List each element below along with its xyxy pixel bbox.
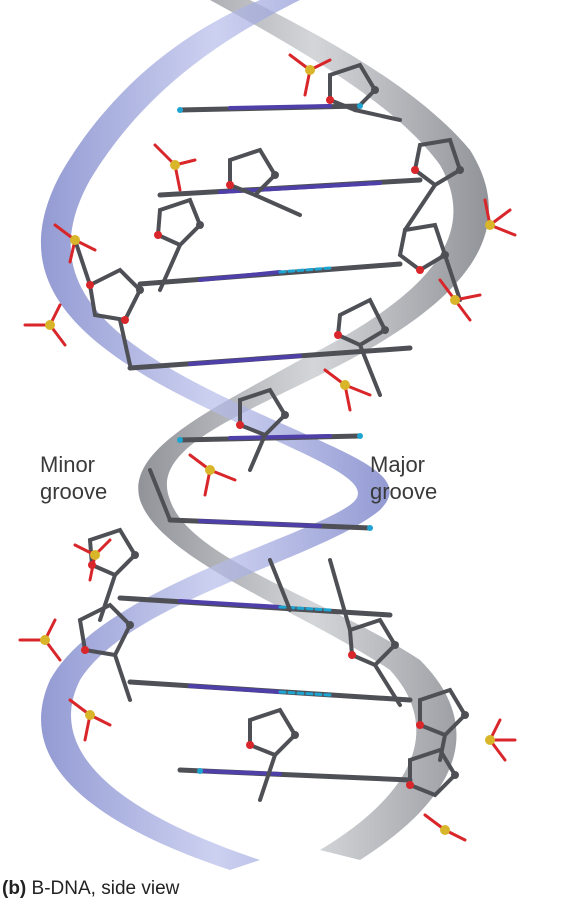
base-pair-rung	[177, 433, 363, 443]
minor-groove-label: Minor groove	[40, 451, 107, 505]
phosphate-group	[485, 718, 517, 762]
phosphate-group	[68, 698, 112, 742]
base-pair-rung	[157, 177, 423, 198]
base-pair-rung	[167, 517, 373, 531]
gray-ribbon-strand	[138, 0, 489, 860]
phosphate-group	[423, 813, 467, 842]
backbone-ribbons	[40, 0, 489, 870]
caption-part-label: (b)	[2, 878, 27, 899]
backbone-links	[73, 108, 462, 802]
phosphate-group	[188, 453, 237, 497]
minor-groove-label-line1: Minor	[40, 452, 96, 477]
base-pairs	[117, 103, 423, 783]
major-groove-label-line2: groove	[370, 479, 438, 504]
base-pair-rung	[177, 103, 363, 113]
caption-text: B-DNA, side view	[26, 878, 180, 899]
phosphate-group	[73, 538, 112, 582]
phosphate-group	[23, 303, 67, 347]
phosphate-group	[53, 223, 97, 264]
figure-caption: (b) B-DNA, side view	[2, 878, 179, 900]
base-pair-rung	[177, 767, 413, 783]
base-pair-rung	[137, 261, 403, 287]
minor-groove-label-line2: groove	[40, 479, 108, 504]
phosphate-group	[323, 368, 372, 412]
base-pair-rung	[127, 679, 413, 703]
phosphate-group	[18, 618, 62, 662]
major-groove-label-line1: Major	[370, 452, 426, 477]
sugar-rings	[77, 62, 468, 798]
blue-ribbon-strand	[40, 0, 390, 870]
phosphate-group	[153, 143, 197, 192]
atoms	[81, 86, 469, 789]
major-groove-label: Major groove	[370, 451, 437, 505]
phosphate-groups	[18, 53, 517, 842]
phosphate-group	[483, 198, 517, 237]
phosphate-group	[438, 278, 482, 322]
phosphate-group	[288, 53, 332, 97]
